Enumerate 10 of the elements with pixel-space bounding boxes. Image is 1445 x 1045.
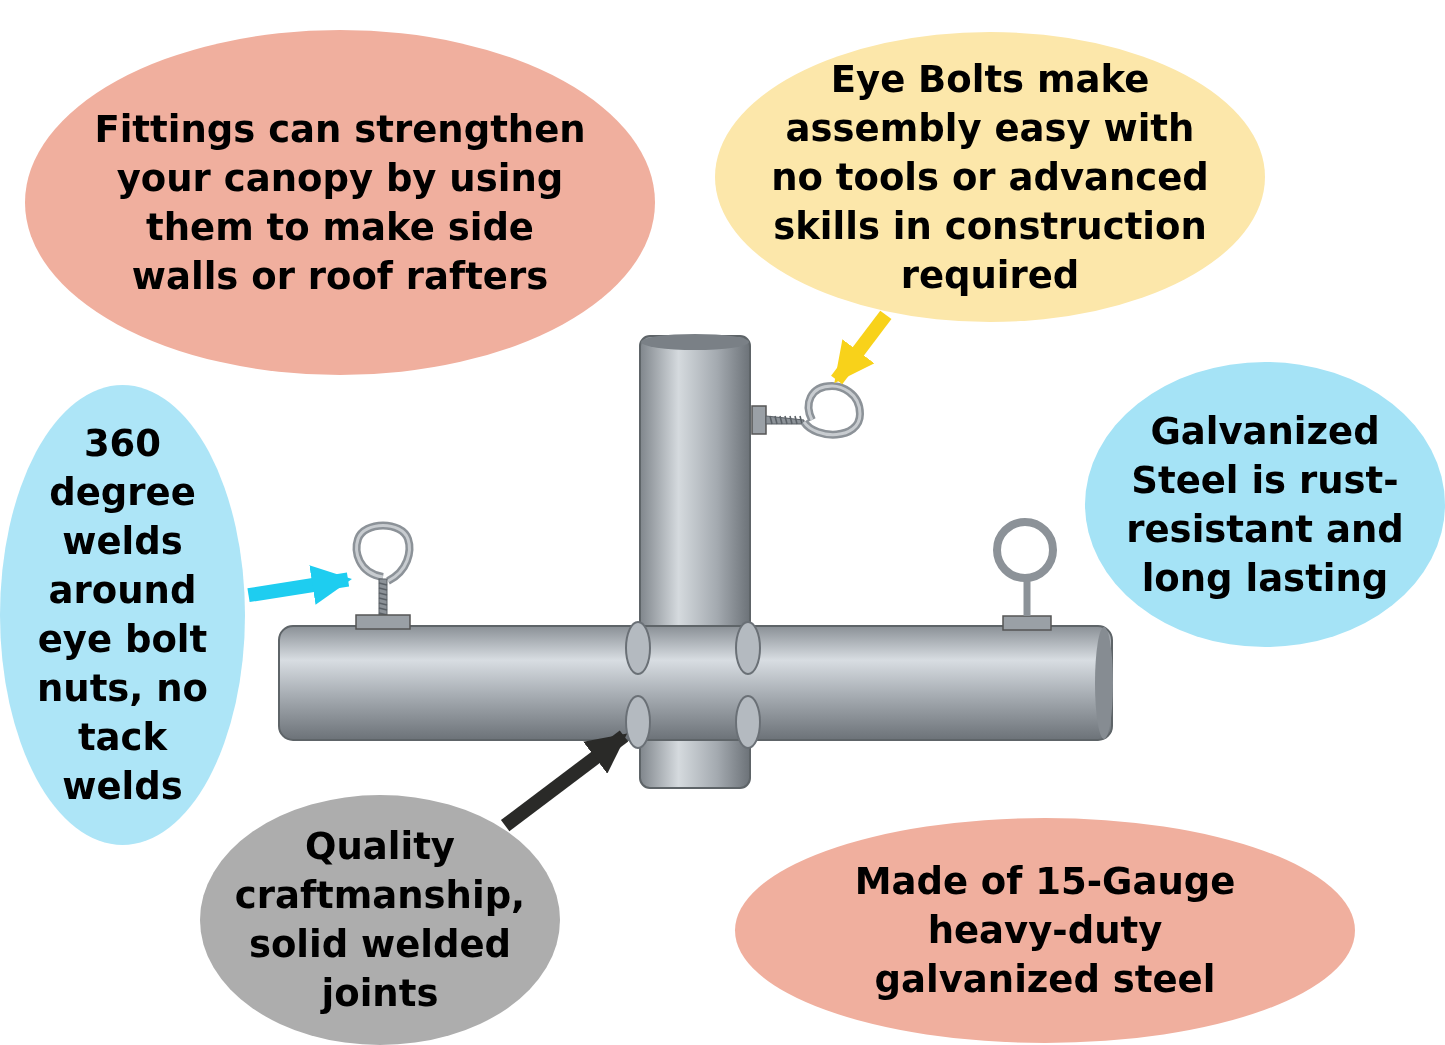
arrow	[500, 730, 629, 832]
callout-text: Galvanized Steel is rust-resistant and long lasting	[1125, 408, 1405, 602]
callout-text: Made of 15-Gauge heavy-duty galvanized steel	[853, 859, 1237, 1003]
weld-joint-drawing	[624, 618, 762, 750]
callout-text: 360 degree welds around eye bolt nuts, no tack welds	[35, 421, 210, 810]
arrow	[831, 310, 892, 385]
arrow	[247, 565, 352, 605]
callout-text: Quality craftmanship, solid welded joints	[233, 824, 527, 1017]
callout-text: Eye Bolts make assembly easy with no tools or advanced skills in construction required	[770, 56, 1210, 299]
callout-text: Fittings can strengthen your canopy by using them to make side walls or roof rafters	[93, 106, 587, 300]
